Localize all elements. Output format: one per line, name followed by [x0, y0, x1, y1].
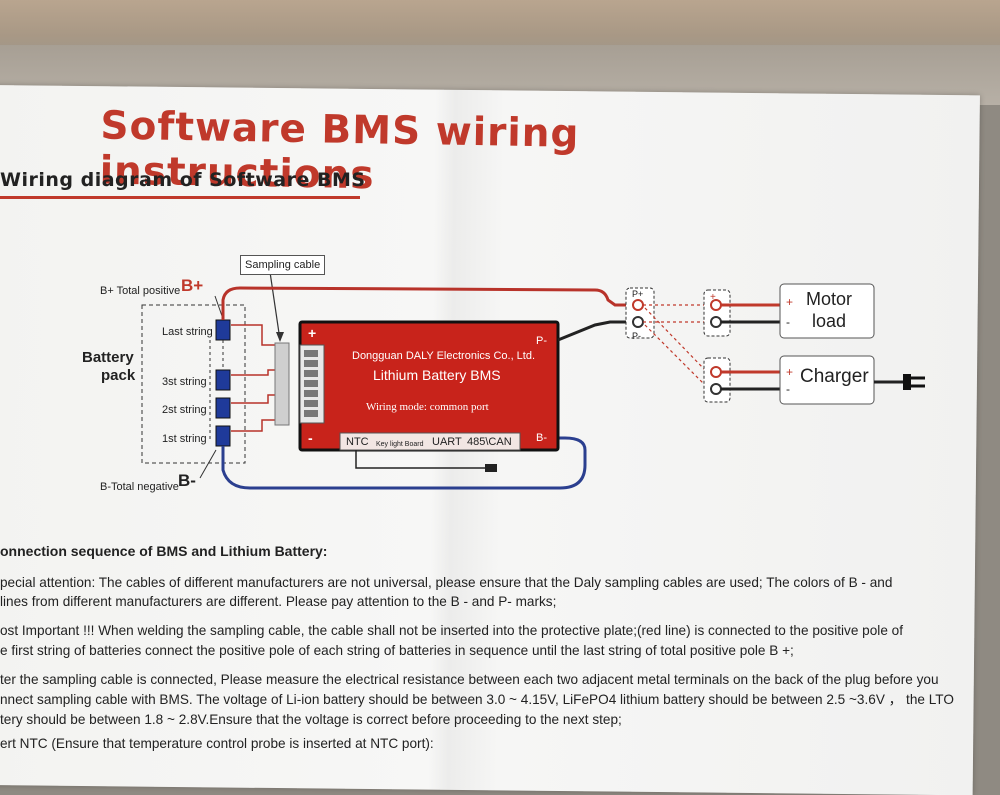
instruction-line: ert NTC (Ensure that temperature control… — [0, 736, 434, 751]
sampling-wires — [231, 324, 275, 432]
port-ntc: NTC — [346, 436, 369, 448]
terminal-p-plus: P+ — [632, 289, 644, 299]
bms-wiring-mode: Wiring mode: common port — [366, 401, 489, 413]
p-terminal — [625, 287, 655, 339]
charger-plus: + — [786, 365, 794, 379]
motor-plus-mark: + — [710, 292, 716, 303]
b-minus-symbol: B- — [178, 471, 196, 490]
instruction-line: nnect sampling cable with BMS. The volta… — [0, 692, 954, 707]
bms-b-minus-mark: B- — [536, 432, 547, 444]
port-485-can: 485\CAN — [467, 436, 512, 448]
p-minus-cable — [557, 320, 630, 342]
instruction-line: lines from different manufacturers are d… — [0, 594, 557, 609]
instruction-line: ost Important !!! When welding the sampl… — [0, 623, 903, 638]
ntc-probe-cable — [355, 450, 485, 469]
b-minus-cable — [221, 436, 587, 490]
motor-terminal — [703, 289, 731, 337]
string-label: 3st string — [162, 376, 207, 388]
sampling-plug — [274, 342, 290, 426]
b-plus-cable — [221, 286, 630, 320]
battery-cells — [215, 319, 231, 447]
port-uart: UART — [432, 436, 462, 448]
instruction-line: pecial attention: The cables of differen… — [0, 575, 893, 590]
bms-plus-mark: + — [308, 325, 317, 341]
string-label: 2st string — [162, 404, 207, 416]
charger-box — [779, 355, 875, 405]
motor-load-plus: + — [786, 295, 794, 309]
instructions-heading: onnection sequence of BMS and Lithium Ba… — [0, 543, 328, 559]
string-label: Last string — [162, 326, 213, 338]
b-minus-label: B-Total negative — [100, 481, 179, 493]
instruction-line: tery should be between 1.8 ~ 2.8V.Ensure… — [0, 712, 622, 727]
charger-label: Charger — [800, 366, 869, 387]
battery-pack-box — [141, 304, 246, 464]
terminal-p-minus: P- — [632, 331, 641, 341]
plug-icon — [903, 374, 911, 390]
instruction-line: ter the sampling cable is connected, Ple… — [0, 672, 939, 687]
bms-minus-mark: - — [308, 430, 313, 446]
port-key-light-board: Key light Board — [376, 441, 424, 448]
bms-name: Lithium Battery BMS — [373, 367, 501, 383]
b-plus-label: B+ Total positive — [100, 285, 181, 297]
motor-label-1: Motor — [806, 289, 853, 309]
charger-terminal — [703, 357, 731, 403]
b-plus-symbol: B+ — [181, 276, 204, 295]
load-connections — [643, 304, 706, 386]
sampling-cable-label: Sampling cable — [240, 255, 326, 275]
subtitle-underline — [0, 196, 360, 199]
charger-minus: - — [786, 382, 790, 396]
motor-load-box — [779, 283, 875, 339]
bms-port-strip — [339, 432, 521, 451]
instruction-line: e first string of batteries connect the … — [0, 643, 794, 658]
string-label: 1st string — [162, 433, 207, 445]
bms-p-minus-mark: P- — [536, 335, 547, 347]
battery-pack-label-2: pack — [101, 367, 136, 384]
motor-label-2: load — [812, 311, 847, 331]
bms-board — [298, 320, 560, 452]
wiring-diagram — [141, 271, 925, 490]
battery-pack-label-1: Battery — [82, 349, 134, 366]
motor-load-minus: - — [786, 315, 790, 329]
bms-company: Dongguan DALY Electronics Co., Ltd. — [352, 350, 536, 362]
diagram-subtitle: Wiring diagram of Software BMS — [0, 169, 366, 191]
